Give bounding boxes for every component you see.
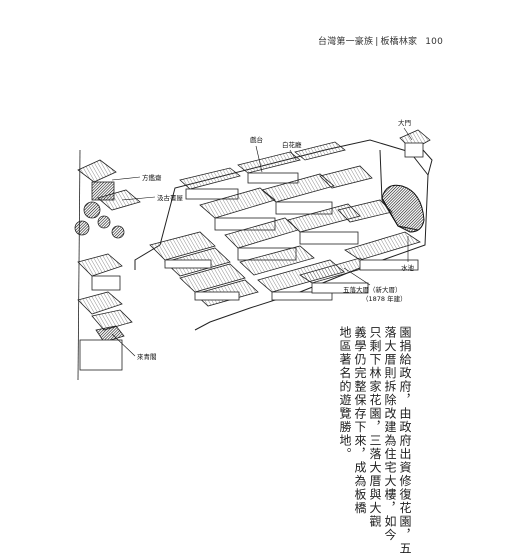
text-column-3: 只剩下林家花園，三落大厝與大觀	[368, 326, 382, 529]
lin-family-estate-illustration: 大門 戲台 白花廳 方鑑齋 汲古書屋 水池 五落大厝（新大厝） （1878 年建…	[74, 118, 433, 381]
main-gate	[399, 129, 433, 176]
page-number: 100	[425, 37, 444, 47]
label-laigu-study: 汲古書屋	[157, 193, 184, 202]
label-five-courtyard: 五落大厝（新大厝）	[343, 285, 402, 294]
label-water-pond: 水池	[401, 263, 415, 272]
text-column-2: 落大厝則拆除改建為住宅大樓，如今	[383, 326, 397, 542]
label-main-gate: 大門	[398, 118, 411, 127]
text-column-4: 義學仍完整保存下來，成為板橋	[353, 326, 367, 515]
leader-lines	[111, 127, 413, 357]
front-right-wing	[299, 231, 421, 294]
text-column-1: 園捐給政府，由政府出資修復花園，五	[398, 326, 412, 556]
book-title: 台灣第一豪族	[318, 37, 374, 47]
label-stage: 戲台	[250, 135, 263, 144]
label-five-courtyard-year: （1878 年建）	[362, 294, 407, 303]
label-flower-hall: 白花廳	[282, 140, 302, 149]
section-title: 板橋林家	[380, 37, 418, 47]
header-separator: |	[375, 37, 379, 47]
rear-halls	[179, 141, 346, 200]
text-column-5: 地區著名的遊覽勝地。	[338, 326, 352, 461]
label-tower: 來青閣	[137, 352, 157, 361]
running-header: 台灣第一豪族|板橋林家 100	[318, 34, 448, 47]
water-pond	[381, 184, 425, 233]
label-fangjian-room: 方鑑齋	[142, 173, 162, 182]
lin-family-garden	[74, 149, 141, 381]
